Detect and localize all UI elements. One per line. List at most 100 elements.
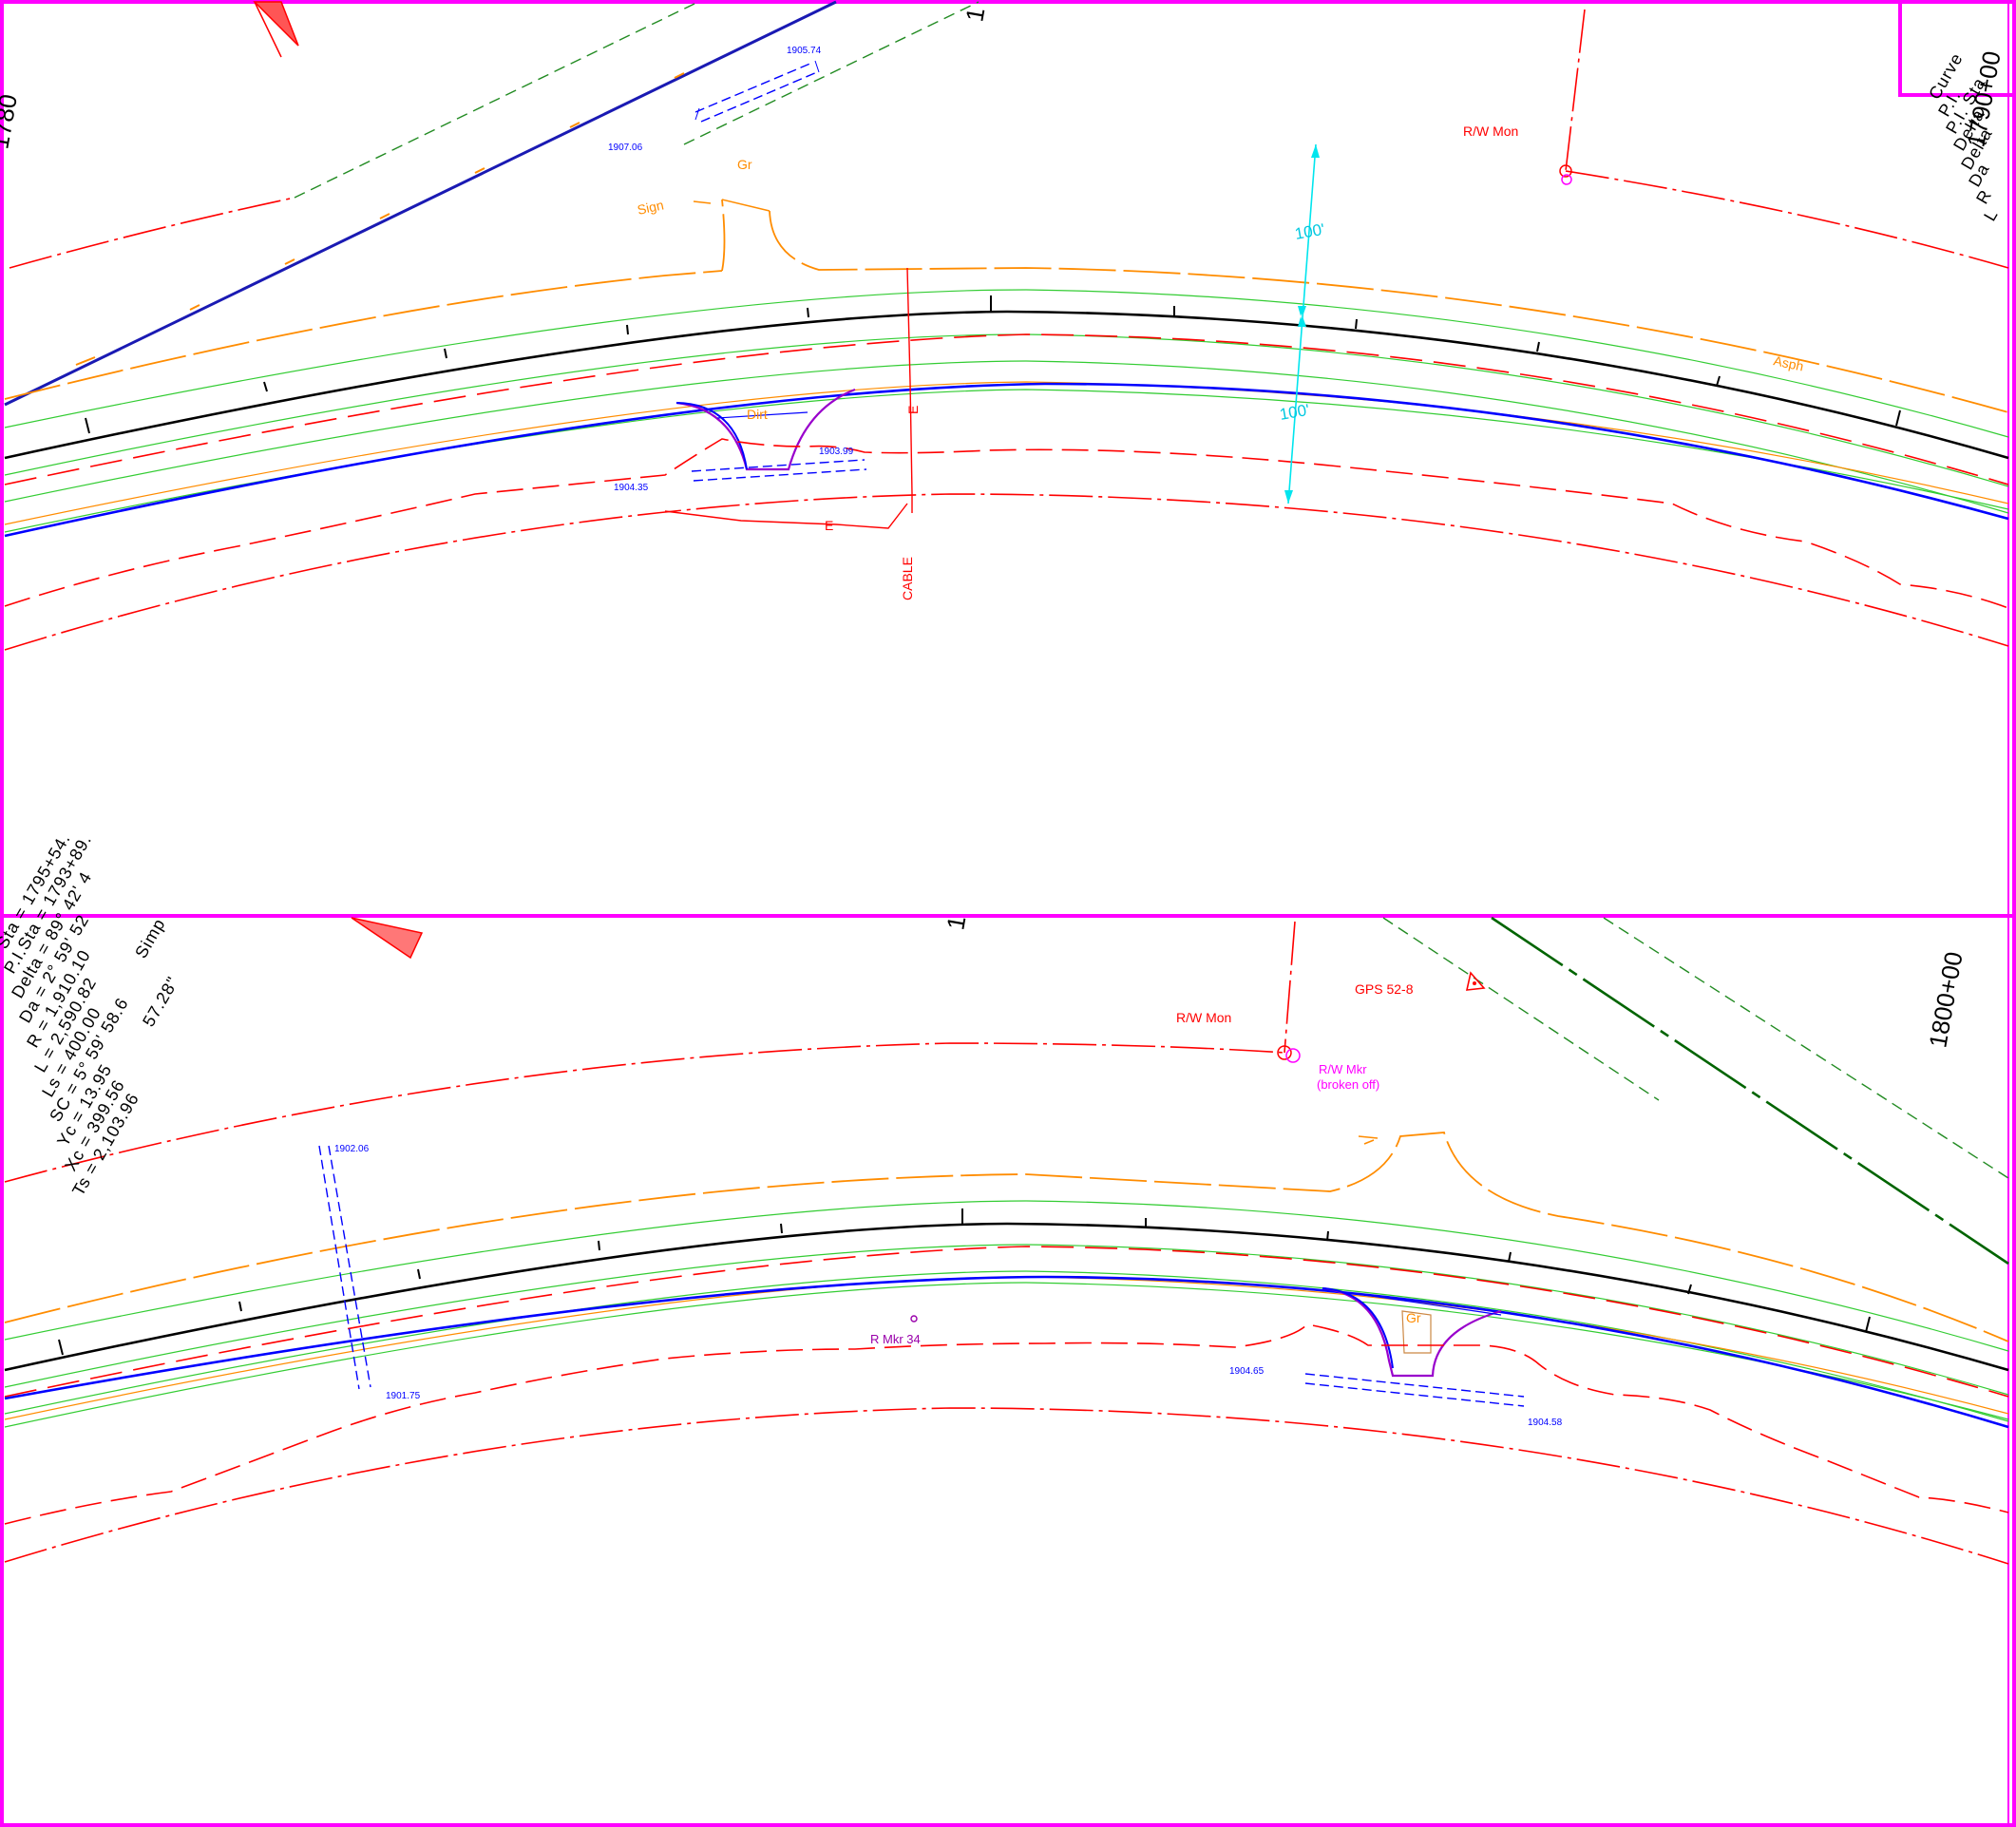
guardrail-label: Gr [1406,1310,1421,1325]
driveway-edge-left [1322,1287,1394,1369]
gps-label: GPS 52-8 [1355,981,1414,997]
crossing-road-edge-green [1491,916,2009,1266]
elevation-label: 1901.75 [386,1391,421,1401]
rw-mon-line [1284,921,1296,1054]
electric-line-2 [664,503,908,529]
r-mkr-symbol-icon [910,1315,918,1323]
electric-label-lower: E [825,518,833,533]
driveway-outline [675,388,856,471]
dirt-label: Dirt [747,407,768,422]
shoulder-line-1 [4,289,2009,438]
ditch-edge [4,438,2009,609]
station-ticks-top [85,295,1901,434]
shoulder-line-2 [4,1244,2009,1396]
row-line-lower [4,1407,2009,1565]
lane-line-red [4,333,2009,485]
rw-mon-label: R/W Mon [1463,124,1518,139]
asphalt-edge [4,1132,2009,1342]
driveway-outline [1322,1286,1502,1378]
rw-mkr-symbol-icon [1285,1048,1301,1063]
shoulder-line-2 [4,333,2009,487]
centerline-alignment [4,310,2009,460]
top-panel: R/W Mon 1905.74 1907.06 Gr Sign 100' 100… [0,0,2009,651]
bottom-panel: R/W Mon GPS 52-8 R/W Mkr (broken off) 19… [0,829,2009,1565]
elevation-label: 1904.65 [1229,1366,1265,1377]
row-line-lower [4,493,2009,651]
title-block-corner [1898,2,2014,97]
edge-of-pavement [4,1275,2009,1429]
svg-text:57.28": 57.28" [139,973,182,1030]
sign-label: Sign [636,197,665,217]
edge-of-pavement [4,382,2009,538]
culvert-pipe-crossing [318,1145,371,1390]
elevation-label: 1903.99 [819,447,854,457]
crossing-road-ticks [75,72,685,366]
centerline-alignment [4,1222,2009,1372]
svg-text:R: R [1972,186,1995,207]
row-line-upper [4,1042,1285,1183]
gps-point [1473,981,1476,985]
sign-mark [1358,1135,1379,1145]
asphalt-label: Asph [1772,352,1805,373]
rw-mon-marker-icon [1561,174,1572,185]
driveway-line [1358,1293,1502,1316]
shoulder-line-1 [4,1200,2009,1352]
svg-text:L: L [1980,205,2002,224]
dimension-arrow-top-icon [1311,144,1320,158]
culvert-pipe-ditch [691,459,867,482]
shoulder-line-3 [4,360,2009,514]
rw-mkr-note: (broken off) [1317,1077,1379,1092]
dimension-arrow-bottom-icon [1284,490,1293,504]
crossing-road-row-line-2 [683,1,979,145]
elevation-label: 1904.35 [614,483,649,493]
cable-label: CABLE [900,557,915,600]
crossing-road-row-green [1382,917,1660,1101]
rw-mon-line [1565,9,1586,172]
sign-mark [693,200,712,204]
crossing-row-red [9,197,295,269]
dimension-label-lower: 100' [1278,401,1310,424]
asphalt-edge [721,199,2009,413]
electric-line [906,267,913,513]
sign-post-line [721,199,770,212]
elevation-label: 1905.74 [787,46,822,56]
north-arrow-shaft [254,1,282,58]
rw-mon-label: R/W Mon [1176,1010,1231,1025]
rw-mkr-label: R/W Mkr [1319,1062,1367,1076]
driveway-edge-left [675,402,748,470]
dimension-arrow-mid-icon [1298,306,1306,327]
rw-mon-symbol-icon [1559,164,1572,178]
crossing-road-edge [4,0,837,407]
guardrail-box [1401,1310,1432,1354]
asphalt-edge-left [4,270,723,400]
station-label-right: 1800+00 [1923,949,1968,1050]
station-ticks-bottom [58,1208,1871,1356]
gps-marker-icon [1465,971,1486,991]
dimension-label-upper: 100' [1293,220,1325,243]
ditch-edge [4,1323,2009,1525]
lane-line-red [4,1246,2009,1398]
r-mkr-label: R Mkr 34 [870,1332,921,1346]
culvert-ends-top [694,60,820,121]
crossing-road-row-line [294,1,699,199]
guardrail-label: Gr [737,157,752,172]
row-line-upper [1565,170,2009,269]
station-label-left: 1780 [0,92,23,151]
rw-mon-symbol-icon [1277,1045,1292,1060]
crossing-road-row-green-2 [1603,917,2009,1179]
elevation-label: 1904.58 [1528,1418,1563,1428]
culvert-pipe-top [694,62,818,123]
shoulder-line-4 [4,1282,2009,1428]
north-arrow-icon [253,1,299,47]
station-label-top: 1 [941,914,971,932]
station-label-top: 1 [960,6,990,24]
culvert-pipe-ditch [1304,1373,1525,1407]
north-arrow-icon [351,917,424,960]
shoulder-line-orange [4,381,2009,525]
elevation-label: 1902.06 [334,1144,370,1154]
svg-text:Simp: Simp [131,915,169,961]
electric-label-upper: E [905,406,921,414]
elevation-label: 1907.06 [608,143,643,153]
